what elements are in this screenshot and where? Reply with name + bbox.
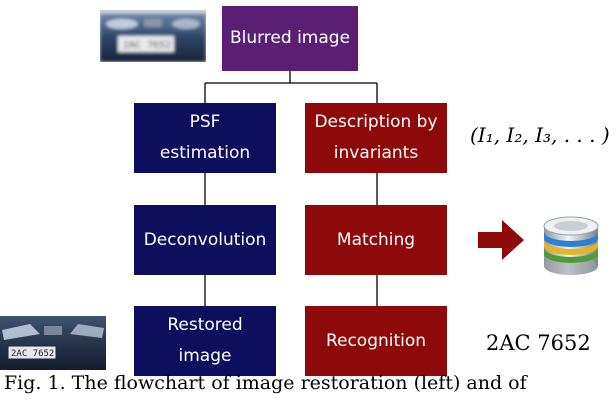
node-label: Blurred image [229, 28, 351, 48]
node-label: PSF estimation [159, 112, 251, 163]
node-label: Restored image [167, 315, 243, 366]
node-blurred-image: Blurred image [222, 6, 358, 71]
node-description-by-invariants: Description by invariants [305, 103, 447, 173]
node-label: Recognition [325, 330, 427, 351]
database-icon [543, 216, 599, 275]
restored-car-photo: 2AC 7652 [0, 316, 106, 370]
right-arrow-icon [478, 220, 524, 260]
recognized-plate-text: 2AC 7652 [486, 331, 591, 355]
node-psf-estimation: PSF estimation [134, 103, 276, 173]
node-label: Description by invariants [314, 112, 438, 163]
svg-text:2AC 7652: 2AC 7652 [123, 40, 171, 51]
node-label: Matching [336, 229, 416, 250]
node-label: Deconvolution [143, 229, 267, 250]
node-recognition: Recognition [305, 306, 447, 376]
invariants-tuple: (I₁, I₂, I₃, . . . ) [470, 123, 610, 147]
svg-text:2AC 7652: 2AC 7652 [11, 349, 54, 359]
blurred-car-photo: 2AC 7652 [100, 10, 206, 62]
node-restored-image: Restored image [134, 306, 276, 376]
node-matching: Matching [305, 205, 447, 275]
figure-caption: Fig. 1. The flowchart of image restorati… [4, 372, 527, 394]
node-deconvolution: Deconvolution [134, 205, 276, 275]
